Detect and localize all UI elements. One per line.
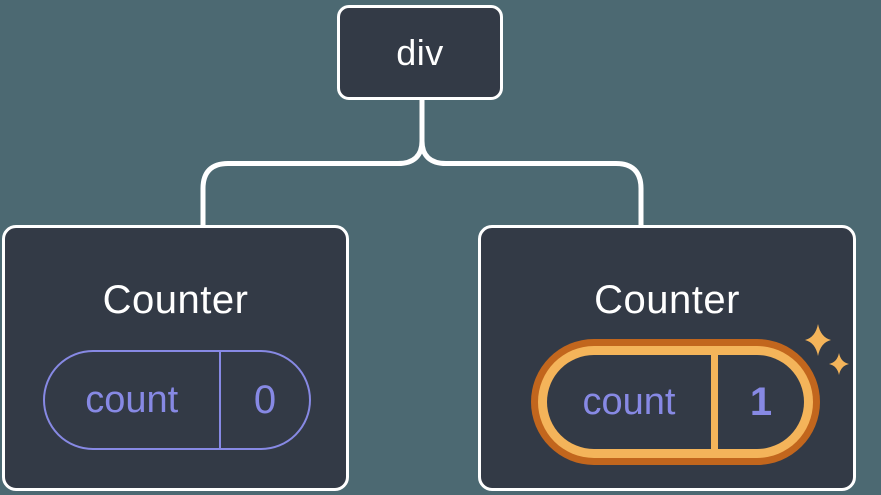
state-pill-highlight-ring-inner: count 1 xyxy=(538,346,813,458)
sparkle-large xyxy=(805,324,831,356)
sparkle-small xyxy=(829,353,849,375)
state-name-right: count xyxy=(582,380,676,423)
state-pill-right: count 1 xyxy=(547,355,804,449)
state-pill-highlight-ring-outer: count 1 xyxy=(531,339,820,465)
counter-title-left: Counter xyxy=(102,278,249,322)
counter-title-right: Counter xyxy=(594,278,740,322)
connector-root-to-right-counter xyxy=(419,140,644,227)
state-pill-left: count 0 xyxy=(43,350,311,450)
state-pill-divider-right xyxy=(711,355,718,449)
counter-card-right: Counter count 1 xyxy=(478,225,856,491)
root-node: div xyxy=(337,5,503,100)
connector-root-to-left-counter xyxy=(200,100,425,227)
counter-card-left: Counter count 0 xyxy=(2,225,349,491)
state-value-right: 1 xyxy=(749,379,773,424)
state-pill-divider-left xyxy=(218,352,221,448)
state-value-left: 0 xyxy=(253,377,277,422)
state-name-left: count xyxy=(85,378,179,421)
sparkles-icon xyxy=(805,324,849,375)
root-node-label: div xyxy=(396,31,444,73)
